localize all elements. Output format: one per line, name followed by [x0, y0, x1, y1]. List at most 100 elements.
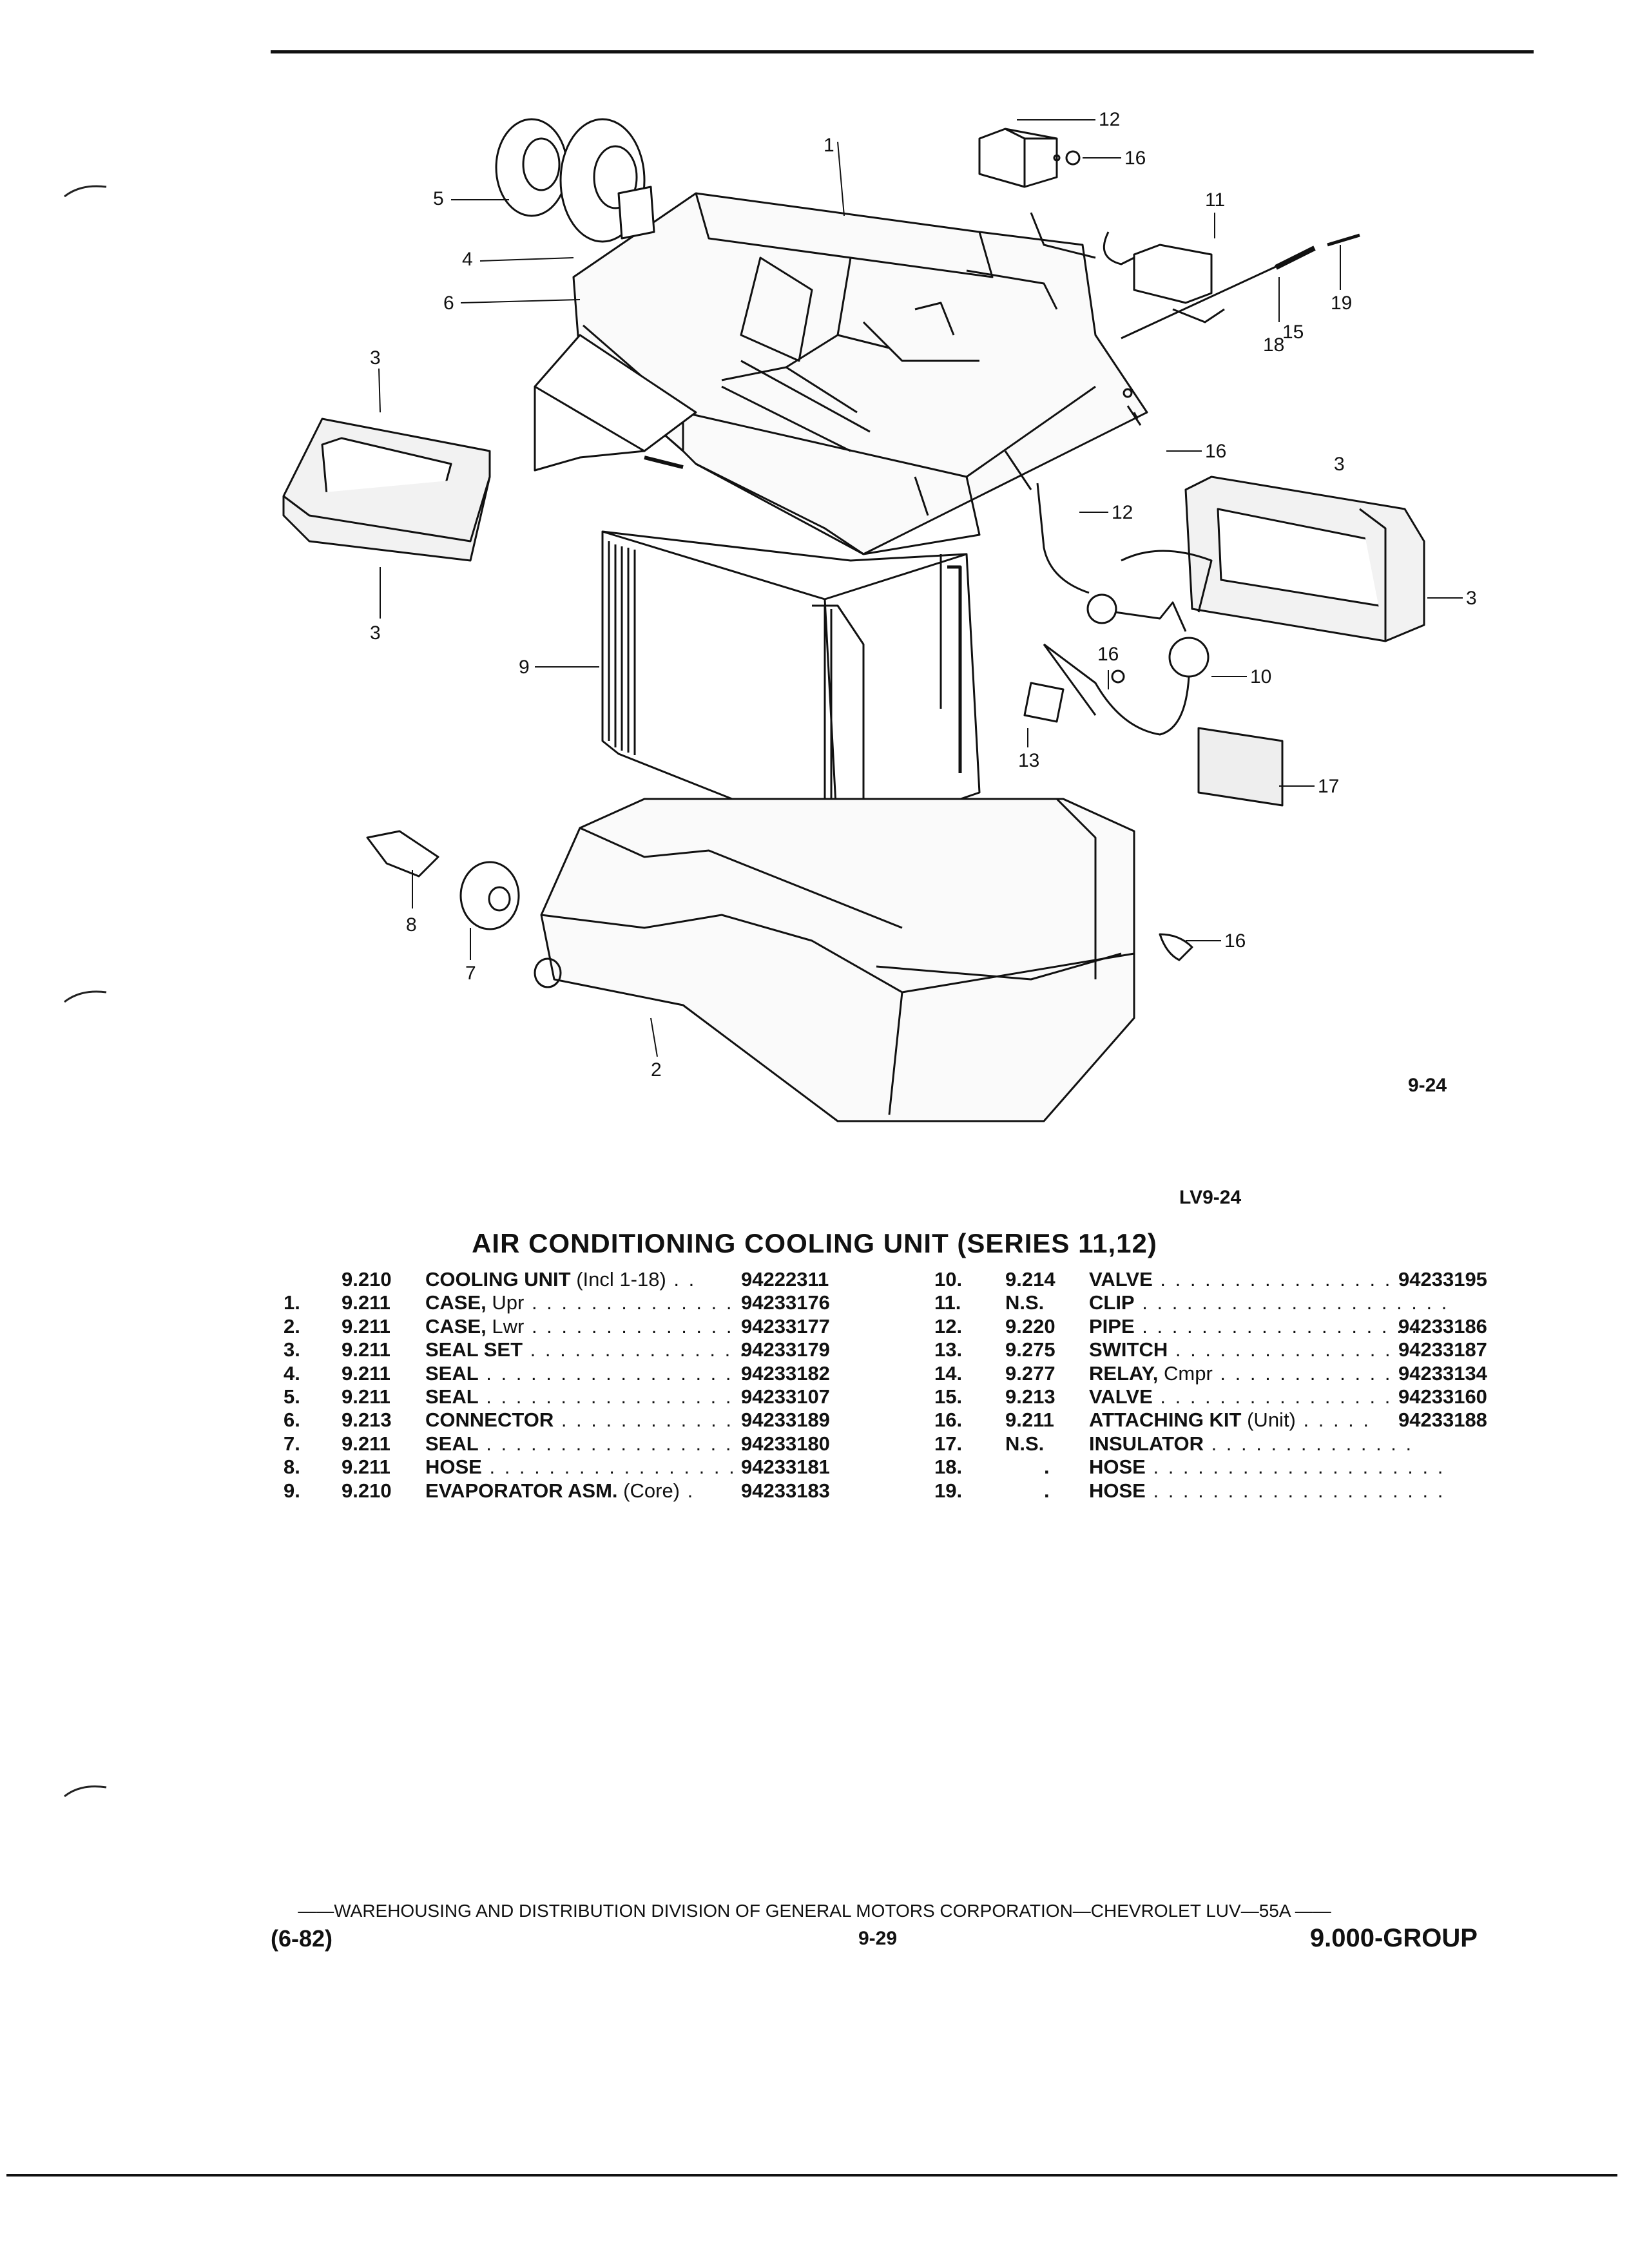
part-name: SEAL SET . . . . . . . . . . . . . . . [425, 1338, 747, 1361]
item-number: 13. [934, 1338, 963, 1361]
figure-id: LV9-24 [1179, 1187, 1242, 1208]
part-number: 94233182 [741, 1361, 830, 1385]
callout-label: 3 [1466, 588, 1477, 609]
item-number: 9. [284, 1479, 300, 1502]
part-row: 16. 9.211 ATTACHING KIT (Unit) . . . . .… [934, 1408, 1514, 1432]
part-name: CLIP . . . . . . . . . . . . . . . . . .… [1089, 1291, 1449, 1314]
part-name: VALVE . . . . . . . . . . . . . . . . . [1089, 1268, 1407, 1291]
part-number: 94233186 [1398, 1314, 1487, 1338]
group-number: . [1044, 1456, 1050, 1479]
callout-label: 2 [651, 1059, 662, 1081]
part-name: CASE, Upr . . . . . . . . . . . . . . [425, 1291, 734, 1314]
item-number: 19. [934, 1479, 963, 1502]
part-row: 7. 9.211 SEAL . . . . . . . . . . . . . … [284, 1432, 863, 1456]
group-number: N.S. [1005, 1432, 1045, 1455]
callout-label: 17 [1318, 776, 1339, 797]
item-number: 1. [284, 1291, 300, 1314]
part-name: HOSE . . . . . . . . . . . . . . . . . .… [1089, 1456, 1445, 1479]
part-name: SEAL . . . . . . . . . . . . . . . . . . [425, 1432, 748, 1455]
part-row: 14. 9.277 RELAY, Cmpr . . . . . . . . . … [934, 1362, 1514, 1385]
part-row: 18. . HOSE . . . . . . . . . . . . . . .… [934, 1456, 1514, 1479]
margin-mark [64, 1785, 107, 1798]
callout-label: 16 [1224, 930, 1246, 952]
part-row: 13. 9.275 SWITCH . . . . . . . . . . . .… [934, 1338, 1514, 1361]
group-number: 9.211 [342, 1385, 390, 1408]
footer-date: (6-82) [271, 1925, 333, 1952]
part-name: RELAY, Cmpr . . . . . . . . . . . . [1089, 1361, 1393, 1385]
item-number: 14. [934, 1361, 963, 1385]
part-name: SEAL . . . . . . . . . . . . . . . . . . [425, 1361, 748, 1385]
part-row: 1. 9.211 CASE, Upr . . . . . . . . . . .… [284, 1291, 863, 1314]
part-name: ATTACHING KIT (Unit) . . . . . [1089, 1408, 1371, 1432]
group-number: 9.211 [342, 1338, 390, 1361]
part-number: 94233189 [741, 1408, 830, 1432]
part-row: 15. 9.213 VALVE . . . . . . . . . . . . … [934, 1385, 1514, 1408]
drain-parts [366, 154, 1193, 961]
callout-label: 5 [433, 188, 444, 209]
part-name: HOSE . . . . . . . . . . . . . . . . . .… [1089, 1479, 1445, 1502]
part-number: 94233183 [741, 1479, 830, 1502]
group-number: 9.213 [342, 1408, 392, 1432]
callout-label: 10 [1250, 666, 1271, 687]
footer-group: 9.000-GROUP [1309, 1924, 1478, 1952]
part-number: 94222311 [741, 1268, 829, 1291]
blower-seals [495, 118, 655, 243]
group-number: 9.211 [342, 1456, 390, 1479]
callout-label: 12 [1099, 109, 1120, 130]
callout-label: 6 [443, 293, 454, 314]
part-name: SEAL . . . . . . . . . . . . . . . . . . [425, 1385, 748, 1408]
part-name: VALVE . . . . . . . . . . . . . . . . . [1089, 1385, 1407, 1408]
callout-label: 9 [519, 657, 530, 678]
group-number: 9.277 [1005, 1361, 1055, 1385]
lower-case [534, 798, 1135, 1122]
margin-mark [64, 185, 107, 198]
part-number: 94233134 [1398, 1361, 1487, 1385]
callout-label: 18 [1263, 334, 1284, 356]
top-rule [271, 50, 1534, 53]
callout-label: 3 [370, 347, 381, 369]
part-name: CONNECTOR . . . . . . . . . . . . [425, 1408, 733, 1432]
switch [1030, 212, 1213, 304]
footer-publisher-line: ——WAREHOUSING AND DISTRIBUTION DIVISION … [298, 1901, 1331, 1921]
callout-label: 3 [1334, 454, 1345, 475]
part-number: 94233181 [741, 1456, 830, 1479]
callout-label: 19 [1331, 293, 1352, 314]
callout-label: 16 [1097, 644, 1119, 665]
item-number: 15. [934, 1385, 963, 1408]
footer-page-number: 9-29 [858, 1928, 898, 1949]
figure-id-small: 9-24 [1408, 1075, 1447, 1096]
group-number: 9.211 [1005, 1408, 1054, 1432]
part-row: 6. 9.213 CONNECTOR . . . . . . . . . . .… [284, 1408, 863, 1432]
item-number: 4. [284, 1361, 300, 1385]
group-number: 9.210 [342, 1268, 392, 1291]
section-title: AIR CONDITIONING COOLING UNIT (SERIES 11… [472, 1228, 1157, 1258]
part-row: 5. 9.211 SEAL . . . . . . . . . . . . . … [284, 1385, 863, 1408]
group-number: 9.211 [342, 1361, 390, 1385]
part-row: 4. 9.211 SEAL . . . . . . . . . . . . . … [284, 1362, 863, 1385]
group-number: 9.211 [342, 1432, 390, 1455]
group-number: 9.211 [342, 1291, 390, 1314]
part-number: 94233188 [1398, 1408, 1487, 1432]
item-number: 12. [934, 1314, 963, 1338]
item-number: 2. [284, 1314, 300, 1338]
part-number: 94233177 [741, 1314, 830, 1338]
part-row: 12. 9.220 PIPE . . . . . . . . . . . . .… [934, 1315, 1514, 1338]
seal-left [282, 418, 491, 562]
group-number: 9.210 [342, 1479, 392, 1502]
pipe-and-valve [644, 456, 1213, 736]
part-row: 3. 9.211 SEAL SET . . . . . . . . . . . … [284, 1338, 863, 1361]
callout-label: 12 [1112, 502, 1133, 523]
part-row: 11. N.S. CLIP . . . . . . . . . . . . . … [934, 1291, 1514, 1314]
group-number: 9.275 [1005, 1338, 1055, 1361]
evaporator-core [601, 530, 981, 842]
item-number: 18. [934, 1456, 963, 1479]
part-number: 94233195 [1398, 1268, 1487, 1291]
callout-label: 15 [1282, 322, 1304, 343]
part-number: 94233107 [741, 1385, 830, 1408]
part-name: SWITCH . . . . . . . . . . . . . . . [1089, 1338, 1393, 1361]
part-number: 94233180 [741, 1432, 830, 1455]
callout-label: 16 [1124, 148, 1146, 169]
part-number: 94233187 [1398, 1338, 1487, 1361]
callout-label: 7 [465, 963, 476, 984]
part-row: 9.210 COOLING UNIT (Incl 1-18) . . 94222… [284, 1268, 863, 1291]
